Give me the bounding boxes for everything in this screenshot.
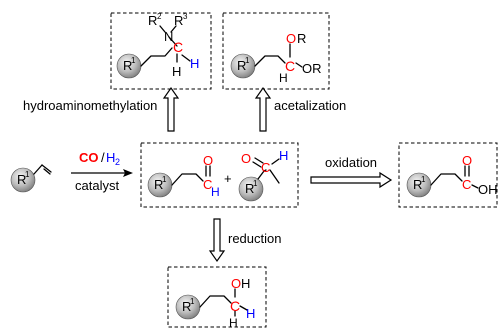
r-atom: R [123,58,132,73]
hydrogen-atom: H [172,64,181,79]
r-atom: R [245,181,254,196]
reduction-arrow [208,218,226,263]
r-atom: R [154,177,163,192]
h2-subscript: 2 [115,157,120,167]
r1-sphere-icon [10,167,36,193]
reaction-arrowhead [123,169,133,177]
r3-superscript: 3 [183,12,188,21]
up-arrow-amination [162,86,180,132]
oxygen-atom: O [203,153,213,168]
hydroxyl-group: OH [478,182,498,197]
r2-atom: R [148,13,157,28]
r-superscript: 1 [162,175,167,184]
h2-label: H [106,150,115,165]
alkene-substrate: R 1 [10,164,52,193]
alcohol-product: R 1 O H C H H [175,276,255,329]
up-arrow-acetalization [254,86,272,132]
acetal-product: R 1 C O R H OR [230,31,322,85]
acetalization-label: acetalization [274,98,346,113]
hydroxyl-oxygen: O [231,276,241,291]
amine-product-box [110,12,212,90]
carbon-atom: C [203,177,212,192]
r-atom: R [237,58,246,73]
r-atom: R [413,177,422,192]
hydrogen-atom: H [279,148,288,163]
r-superscript: 1 [190,297,195,306]
nitrogen-atom: N [164,29,173,44]
r-atom: R [182,299,191,314]
r-superscript: 1 [131,56,136,65]
r-superscript: 1 [25,170,30,179]
branched-aldehyde: R 1 O C H [238,148,288,202]
plus-sign: + [224,171,232,186]
carbon-atom: C [285,58,295,74]
reduction-label: reduction [228,231,281,246]
hydroaminomethylation-label: hydroaminomethylation [23,98,157,113]
linear-aldehyde: R 1 O C H [147,153,220,199]
oxygen-atom: O [286,31,296,46]
amine-product: R 1 C N R 2 R 3 H H [116,12,199,79]
acid-product-box [398,142,498,208]
or-group: OR [302,61,322,76]
r-superscript: 1 [245,56,250,65]
r2-superscript: 2 [157,12,162,21]
r-superscript: 1 [253,179,258,188]
oxygen-atom: O [241,151,251,166]
oxidation-arrow [310,171,393,189]
new-hydrogen-atom: H [190,56,199,71]
hydroxyl-hydrogen: H [241,276,250,291]
carbon-atom: C [173,39,183,55]
co-label: CO [79,150,99,165]
acetal-product-box [222,12,330,90]
r1-sphere-icon [238,176,264,202]
r-atom: R [17,172,26,187]
alcohol-product-box [167,266,267,328]
hydrogen-atom: H [279,71,288,85]
aldehyde-products-box [140,142,299,208]
new-hydrogen-atom: H [246,306,255,321]
r3-atom: R [174,13,183,28]
carbon-atom: C [230,298,240,314]
slash-label: / [101,150,105,165]
or-group: R [297,31,306,46]
hydrogen-atom: H [229,316,238,329]
carboxylic-acid-product: R 1 O C OH [406,153,498,198]
oxygen-atom: O [462,153,472,168]
oxidation-label: oxidation [325,155,377,170]
catalyst-label: catalyst [75,178,119,193]
carbon-atom: C [462,177,471,192]
carbon-atom: C [261,160,270,175]
r-superscript: 1 [421,175,426,184]
hydrogen-atom: H [211,185,220,199]
